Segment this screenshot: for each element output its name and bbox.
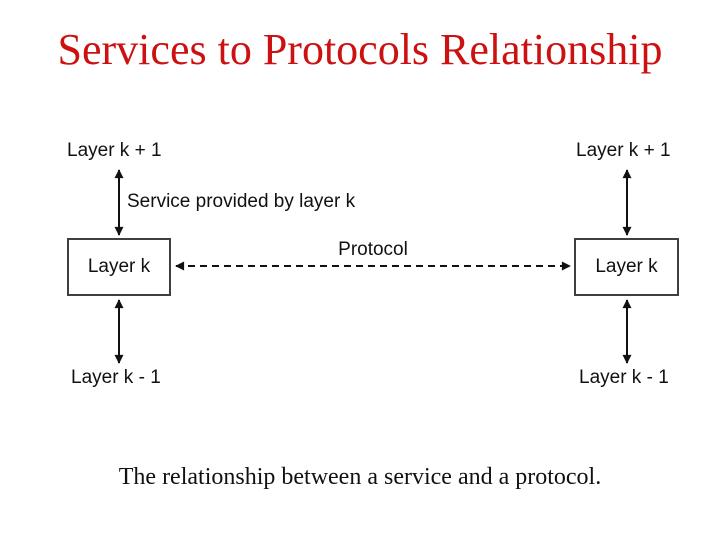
figure-caption: The relationship between a service and a… xyxy=(118,464,602,490)
service-provided-label: Service provided by layer k xyxy=(127,191,356,212)
protocol-label: Protocol xyxy=(338,239,408,260)
layer-k-box-left: Layer k xyxy=(67,238,171,296)
page-title: Services to Protocols Relationship xyxy=(57,25,663,74)
layer-k-minus-1-label-left: Layer k - 1 xyxy=(71,367,161,388)
layer-k-plus-1-label-right: Layer k + 1 xyxy=(576,140,671,161)
layer-k-box-right: Layer k xyxy=(574,238,679,296)
layer-k-minus-1-label-right: Layer k - 1 xyxy=(579,367,669,388)
layer-k-plus-1-label-left: Layer k + 1 xyxy=(67,140,162,161)
